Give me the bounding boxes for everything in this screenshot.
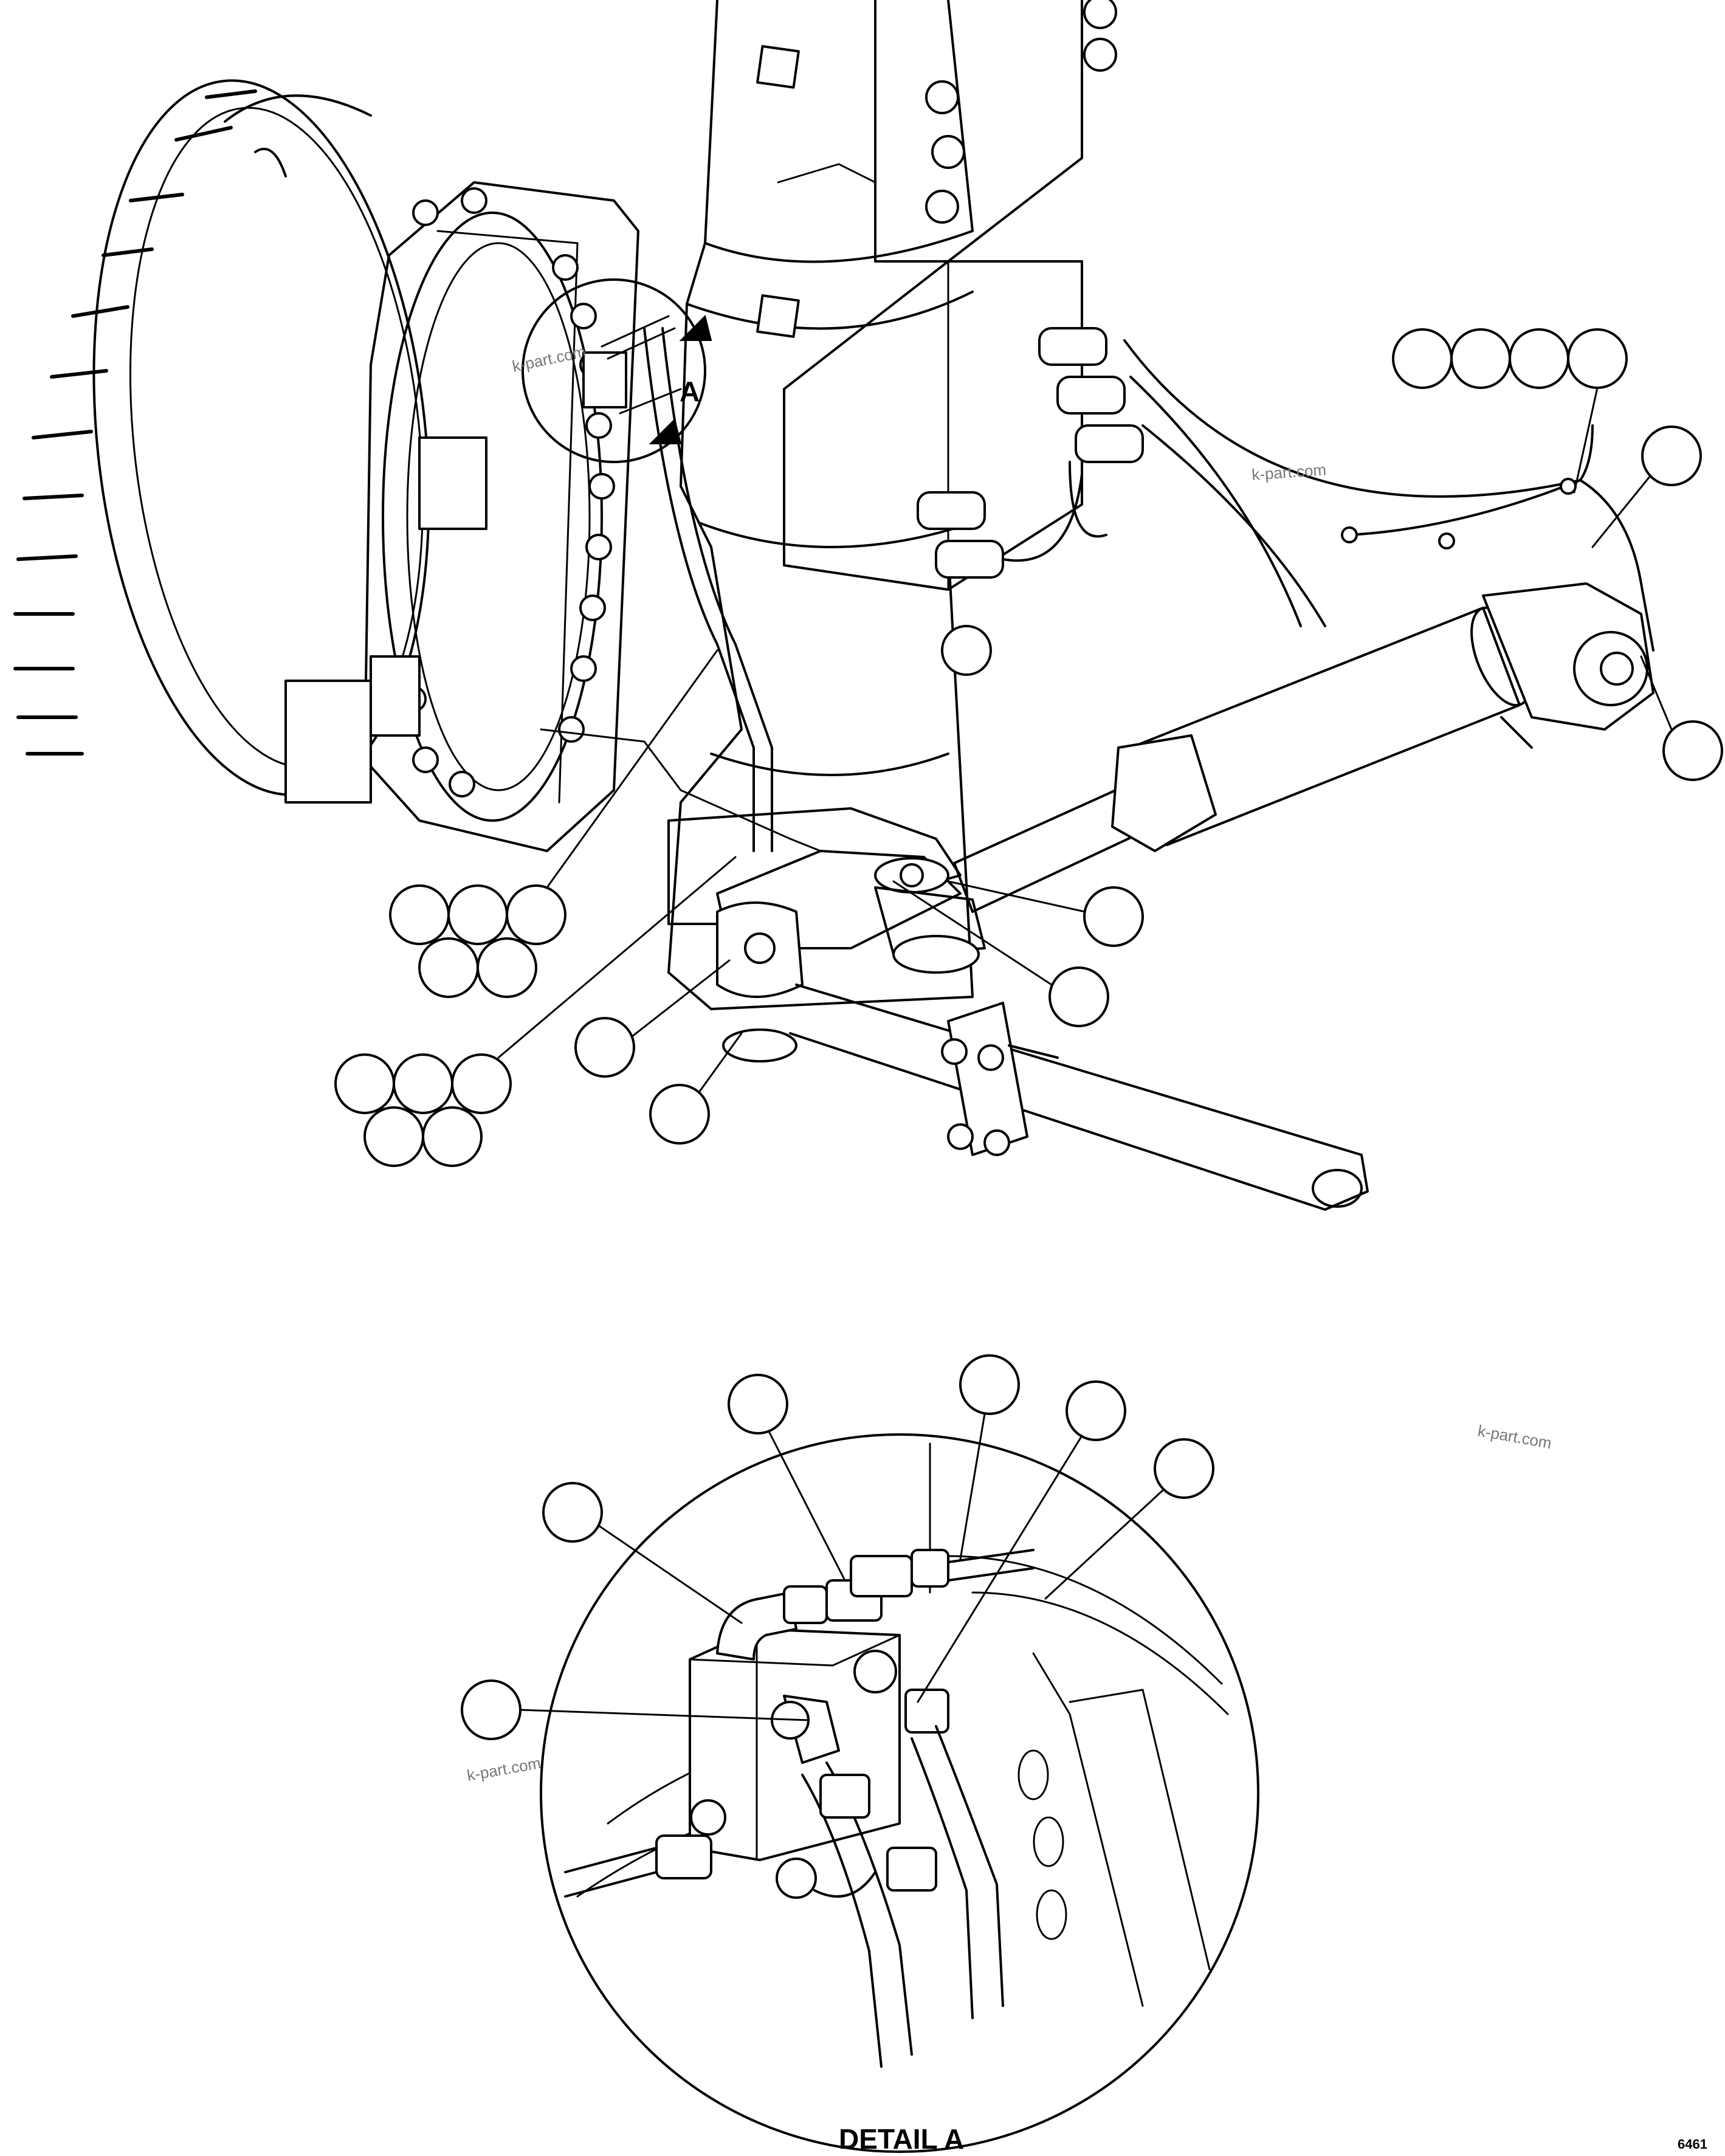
callout-detail-hose-b [1044, 1438, 1214, 1600]
bracket-bolts [925, 0, 1117, 224]
callout-detail-valve-port [461, 1679, 810, 1740]
watermark-text: k-part.com [1476, 1421, 1553, 1452]
callout-detail-adapter [728, 1374, 846, 1582]
callout-group-clip-five-upper-left [389, 649, 718, 998]
steering-linkage [667, 807, 1369, 1211]
steering-cylinder [953, 582, 1654, 913]
housing-bolts [400, 187, 615, 797]
wheel-hub-assembly [13, 79, 639, 852]
watermark-text: k-part.com [466, 1754, 542, 1785]
callout-single-cylinder-end [1640, 655, 1723, 781]
valve-fittings-upper [917, 327, 1582, 627]
callout-group-clip-five-lower-left [334, 856, 737, 1167]
steering-knuckle [667, 0, 1117, 1010]
detail-label: DETAIL A [839, 2123, 964, 2155]
detail-a-marker: A [680, 376, 700, 407]
wheel-studs [13, 89, 257, 756]
callout-detail-fitting [917, 1380, 1126, 1703]
callout-single-pivot-pin [947, 880, 1144, 947]
watermark-text: k-part.com [1251, 460, 1327, 483]
callout-single-tie-rod-left [574, 959, 731, 1078]
callout-single-cylinder-hose [1591, 425, 1702, 548]
callout-detail-hose-a [959, 1354, 1020, 1560]
callout-detail-elbow [542, 1482, 743, 1624]
detail-a-view [540, 1433, 1259, 2153]
figure-code: 6461 [1678, 2137, 1707, 2152]
detail-a-marker-circle [522, 278, 712, 463]
callout-group-hose-cluster-top-right [1392, 328, 1628, 494]
hose-routing [540, 327, 1654, 925]
callout-single-pivot-bearing [892, 880, 1109, 1027]
callout-single-grease-fitting [649, 1032, 743, 1145]
